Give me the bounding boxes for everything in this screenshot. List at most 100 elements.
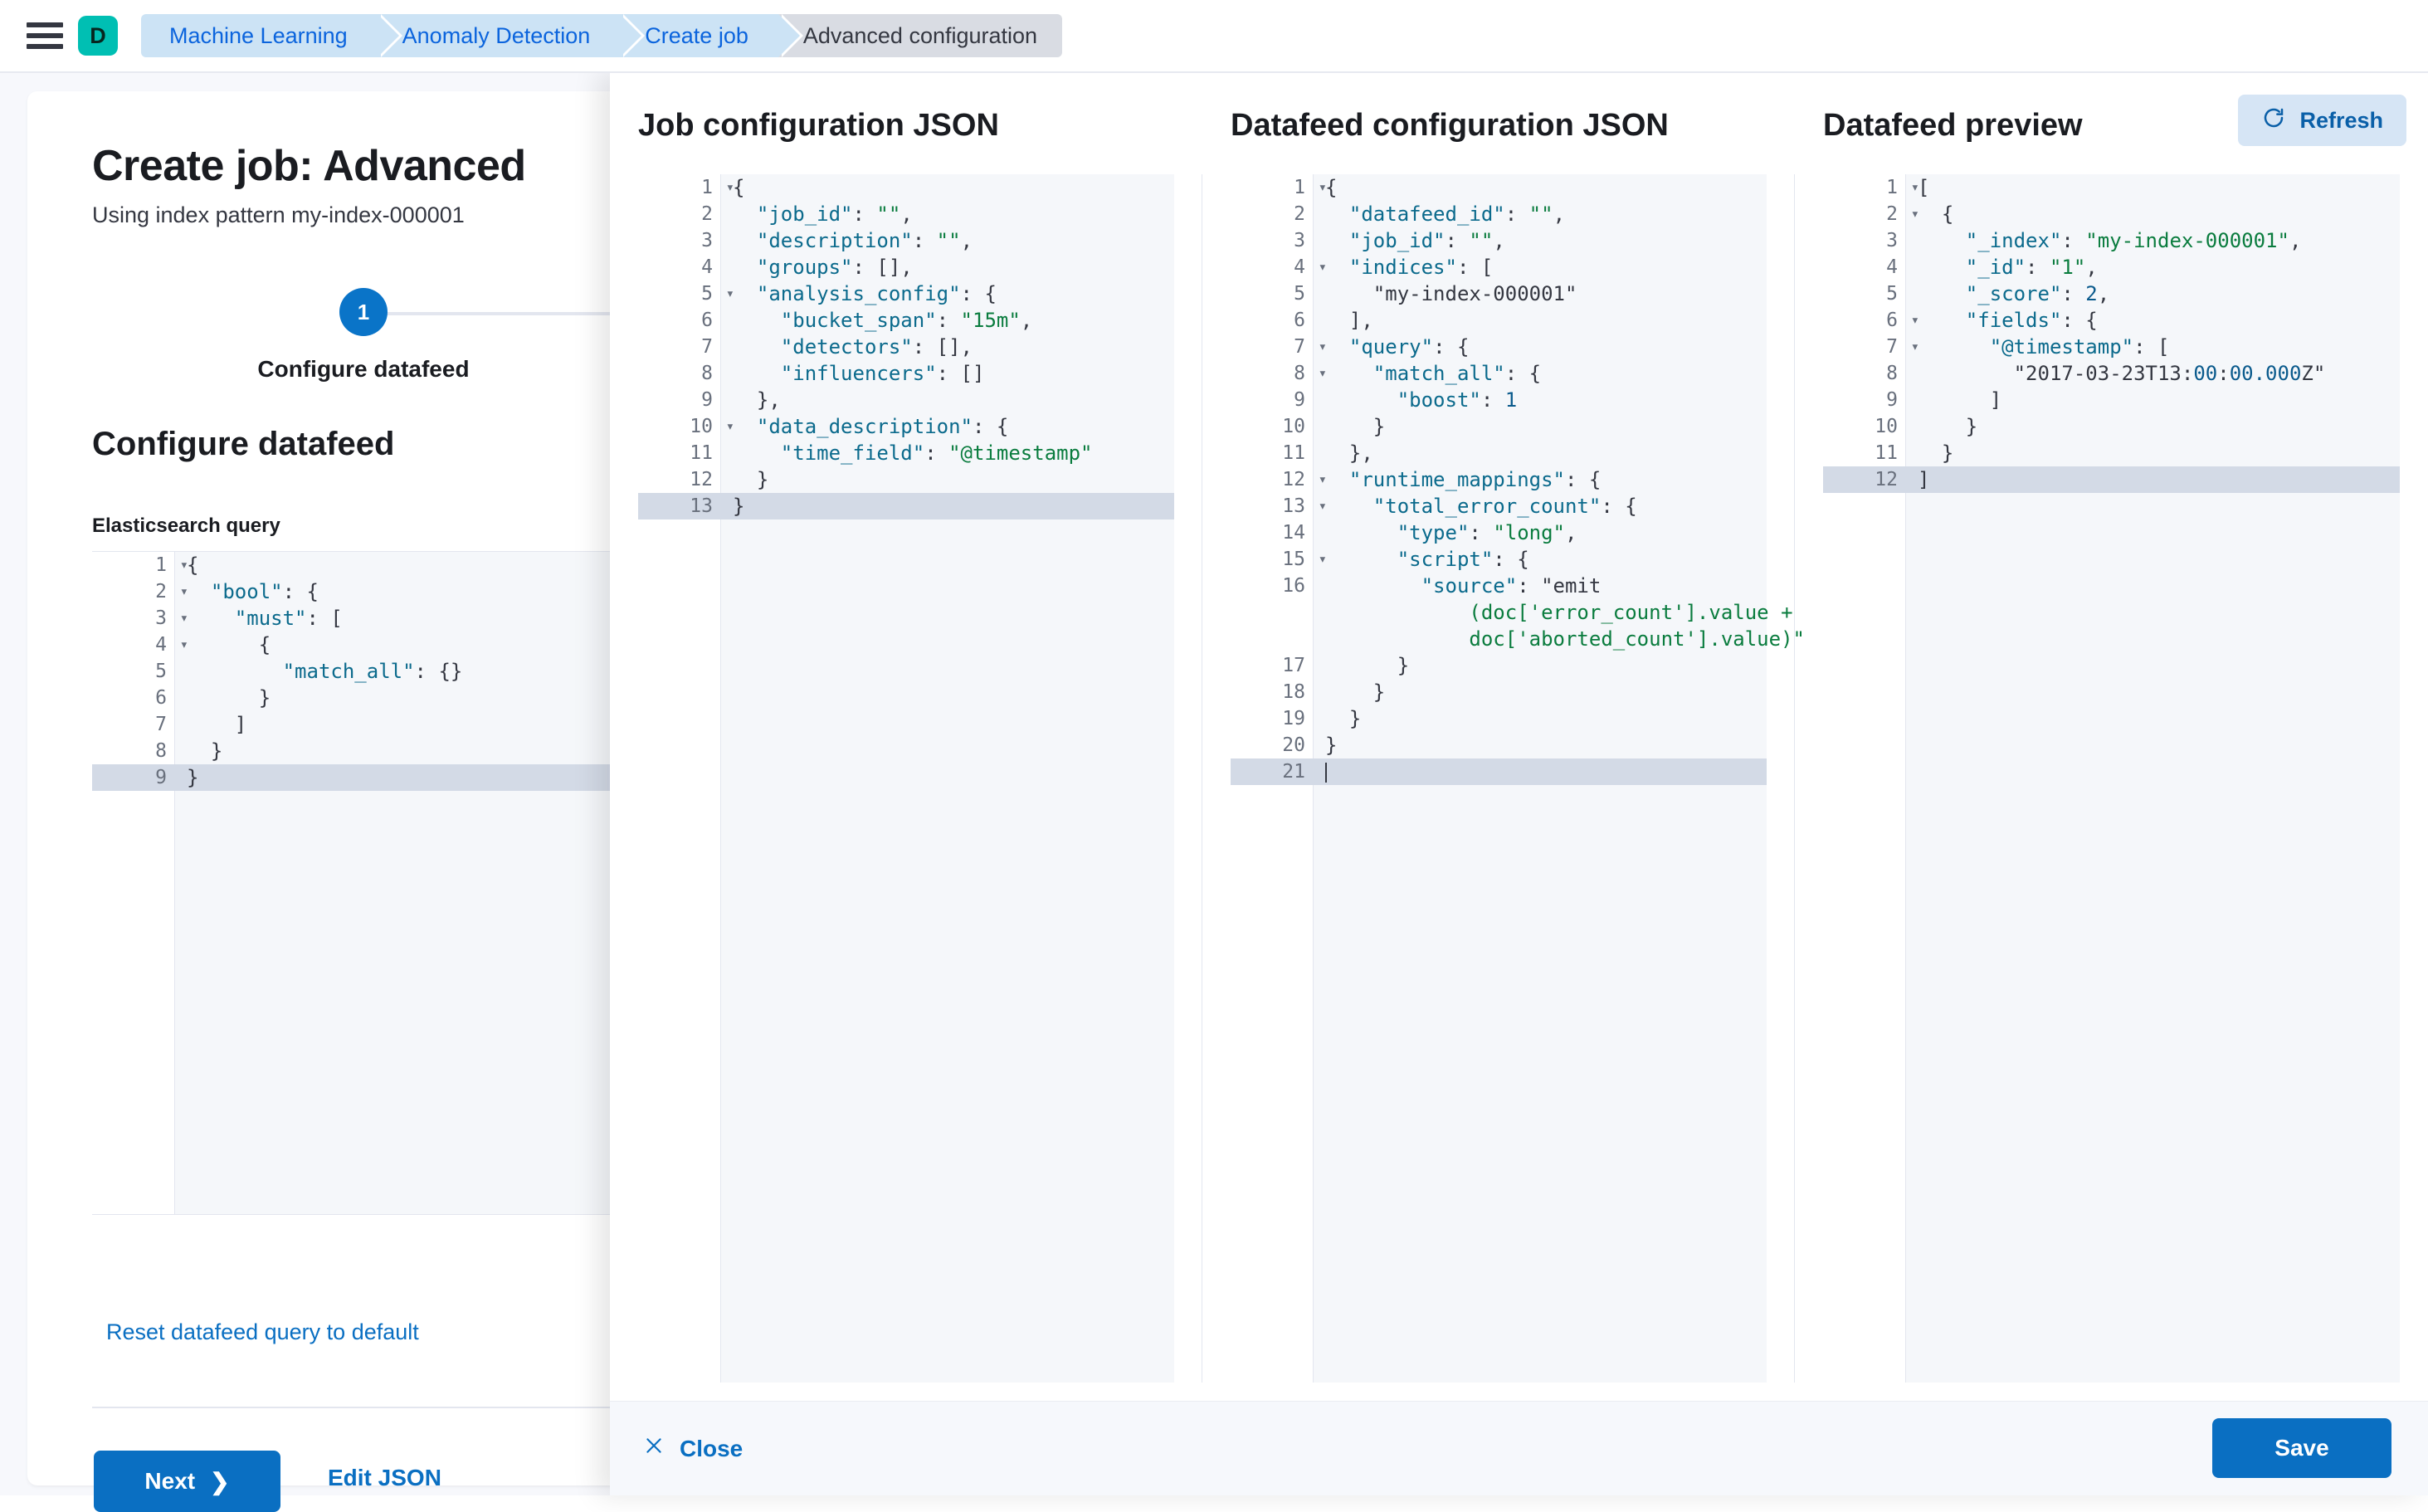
job-configuration-header: Job configuration JSON: [610, 73, 1202, 174]
editor-line: 8 "influencers": []: [638, 360, 1174, 387]
hamburger-menu-icon[interactable]: [27, 17, 63, 54]
editor-code-line: "bucket_span": "15m",: [780, 309, 1033, 332]
line-number: 5: [1294, 283, 1305, 305]
editor-code-line: "indices": [: [1348, 256, 1494, 279]
next-button[interactable]: Next ❯: [94, 1451, 280, 1512]
datafeed-configuration-header: Datafeed configuration JSON: [1202, 73, 1795, 174]
fold-arrow-icon[interactable]: ▾: [1910, 179, 1919, 196]
breadcrumb-item-0[interactable]: Machine Learning: [141, 14, 402, 57]
fold-arrow-icon[interactable]: ▾: [1910, 312, 1919, 329]
breadcrumb-item-1[interactable]: Anomaly Detection: [377, 14, 645, 57]
line-number: 6: [1294, 310, 1305, 331]
editor-code-line: "_score": 2,: [1965, 282, 2110, 305]
editor-code-line: "source": "emit: [1421, 574, 1602, 597]
editor-code-line: }: [1325, 707, 1362, 730]
editor-line: 1▾{: [1231, 174, 1767, 201]
datafeed-preview-column: Datafeed preview Refresh 1▾[2▾ {3 "_inde…: [1795, 73, 2428, 1401]
line-number: 11: [1282, 442, 1305, 464]
line-number: 10: [1282, 416, 1305, 437]
line-number: 10▾: [638, 413, 734, 440]
text-caret: [1325, 763, 1327, 783]
line-number: 4▾: [1231, 254, 1327, 280]
editor-line: 2▾ {: [1823, 201, 2400, 227]
fold-arrow-icon[interactable]: ▾: [1318, 498, 1327, 515]
datafeed-preview-header: Datafeed preview: [1795, 73, 2428, 174]
editor-code-line: }: [187, 686, 271, 710]
line-number: 9: [92, 764, 175, 791]
editor-line: 5▾ "analysis_config": {: [638, 280, 1174, 307]
breadcrumb-item-3[interactable]: Advanced configuration: [778, 14, 1063, 57]
editor-line: 11 }: [1823, 440, 2400, 466]
line-number: 8: [155, 740, 167, 762]
fold-arrow-icon[interactable]: ▾: [1318, 339, 1327, 355]
editor-code-area: [1906, 174, 2400, 1383]
editor-line: 12]: [1823, 466, 2400, 493]
editor-code-line: "analysis_config": {: [756, 282, 997, 305]
fold-arrow-icon[interactable]: ▾: [725, 285, 734, 302]
editor-line: 5 "_score": 2,: [1823, 280, 2400, 307]
editor-line: 7▾ "query": {: [1231, 334, 1767, 360]
editor-code-line: doc['aborted_count'].value)": [1325, 627, 1805, 651]
editor-code-line: "description": "",: [756, 229, 973, 252]
fold-arrow-icon[interactable]: ▾: [179, 583, 188, 600]
fold-arrow-icon[interactable]: ▾: [1910, 206, 1919, 222]
editor-code-line: "match_all": {: [1372, 362, 1542, 385]
line-number: 2: [1294, 203, 1305, 225]
editor-code-line: }: [721, 493, 1174, 519]
line-number: 4: [1886, 256, 1898, 278]
fold-arrow-icon[interactable]: ▾: [1318, 259, 1327, 276]
line-number: 3▾: [92, 605, 188, 632]
editor-line: 13▾ "total_error_count": {: [1231, 493, 1767, 519]
line-number: 19: [1282, 708, 1305, 729]
fold-arrow-icon[interactable]: ▾: [1910, 339, 1919, 355]
editor-line: 21: [1231, 758, 1767, 785]
editor-code-line: "match_all": {}: [282, 660, 463, 683]
close-button[interactable]: Close: [643, 1435, 743, 1462]
fold-arrow-icon[interactable]: ▾: [179, 610, 188, 627]
refresh-icon: [2261, 105, 2286, 136]
line-number: 7: [155, 714, 167, 735]
fold-arrow-icon[interactable]: ▾: [1318, 179, 1327, 196]
editor-code-line: ]: [187, 713, 247, 736]
line-number: 5: [155, 661, 167, 682]
job-configuration-editor[interactable]: 1▾{2 "job_id": "",3 "description": "",4 …: [638, 174, 1174, 1383]
line-number: 5: [1886, 283, 1898, 305]
save-button[interactable]: Save: [2212, 1418, 2391, 1478]
fold-arrow-icon[interactable]: ▾: [725, 418, 734, 435]
editor-line: 2▾ "bool": {: [92, 578, 1196, 605]
editor-line: 8 "2017-03-23T13:00:00.000Z": [1823, 360, 2400, 387]
editor-line: 2 "datafeed_id": "",: [1231, 201, 1767, 227]
datafeed-preview-editor[interactable]: 1▾[2▾ {3 "_index": "my-index-000001",4 "…: [1823, 174, 2400, 1383]
editor-code-line: "job_id": "",: [1348, 229, 1505, 252]
editor-code-line: }: [733, 468, 769, 491]
datafeed-configuration-editor[interactable]: 1▾{2 "datafeed_id": "", 3 "job_id": "", 4▾…: [1231, 174, 1805, 1383]
fold-arrow-icon[interactable]: ▾: [1318, 471, 1327, 488]
fold-arrow-icon[interactable]: ▾: [1318, 551, 1327, 568]
fold-arrow-icon[interactable]: ▾: [179, 557, 188, 573]
datafeed-configuration-column: Datafeed configuration JSON 1▾{2 "datafe…: [1202, 73, 1805, 1401]
stepper-step-1[interactable]: 1: [339, 288, 388, 336]
edit-json-link[interactable]: Edit JSON: [328, 1465, 441, 1490]
line-number: 9: [1294, 389, 1305, 411]
fold-arrow-icon[interactable]: ▾: [179, 637, 188, 653]
breadcrumb-item-2[interactable]: Create job: [620, 14, 803, 57]
editor-code-line: },: [1325, 441, 1373, 465]
editor-line: 9 ]: [1823, 387, 2400, 413]
line-number: 3: [1294, 230, 1305, 251]
refresh-button-label: Refresh: [2299, 107, 2383, 133]
line-number: 2▾: [92, 578, 188, 605]
reset-datafeed-query-link[interactable]: Reset datafeed query to default: [106, 1319, 419, 1344]
editor-line-wrapped: (doc['error_count'].value +: [1231, 599, 1792, 626]
fold-arrow-icon[interactable]: ▾: [725, 179, 734, 196]
editor-code-line: "groups": [],: [756, 256, 913, 279]
line-number: 21: [1231, 758, 1314, 785]
editor-code-line: "total_error_count": {: [1372, 495, 1637, 518]
editor-code-line: "my-index-000001": [1325, 282, 1577, 305]
editor-line: 18 }: [1231, 679, 1767, 705]
workspace-logo-badge[interactable]: D: [78, 16, 118, 56]
refresh-button[interactable]: Refresh: [2238, 95, 2406, 146]
editor-line: 11 "time_field": "@timestamp": [638, 440, 1174, 466]
fold-arrow-icon[interactable]: ▾: [1318, 365, 1327, 382]
editor-code-line: "@timestamp": [: [1989, 335, 2170, 358]
